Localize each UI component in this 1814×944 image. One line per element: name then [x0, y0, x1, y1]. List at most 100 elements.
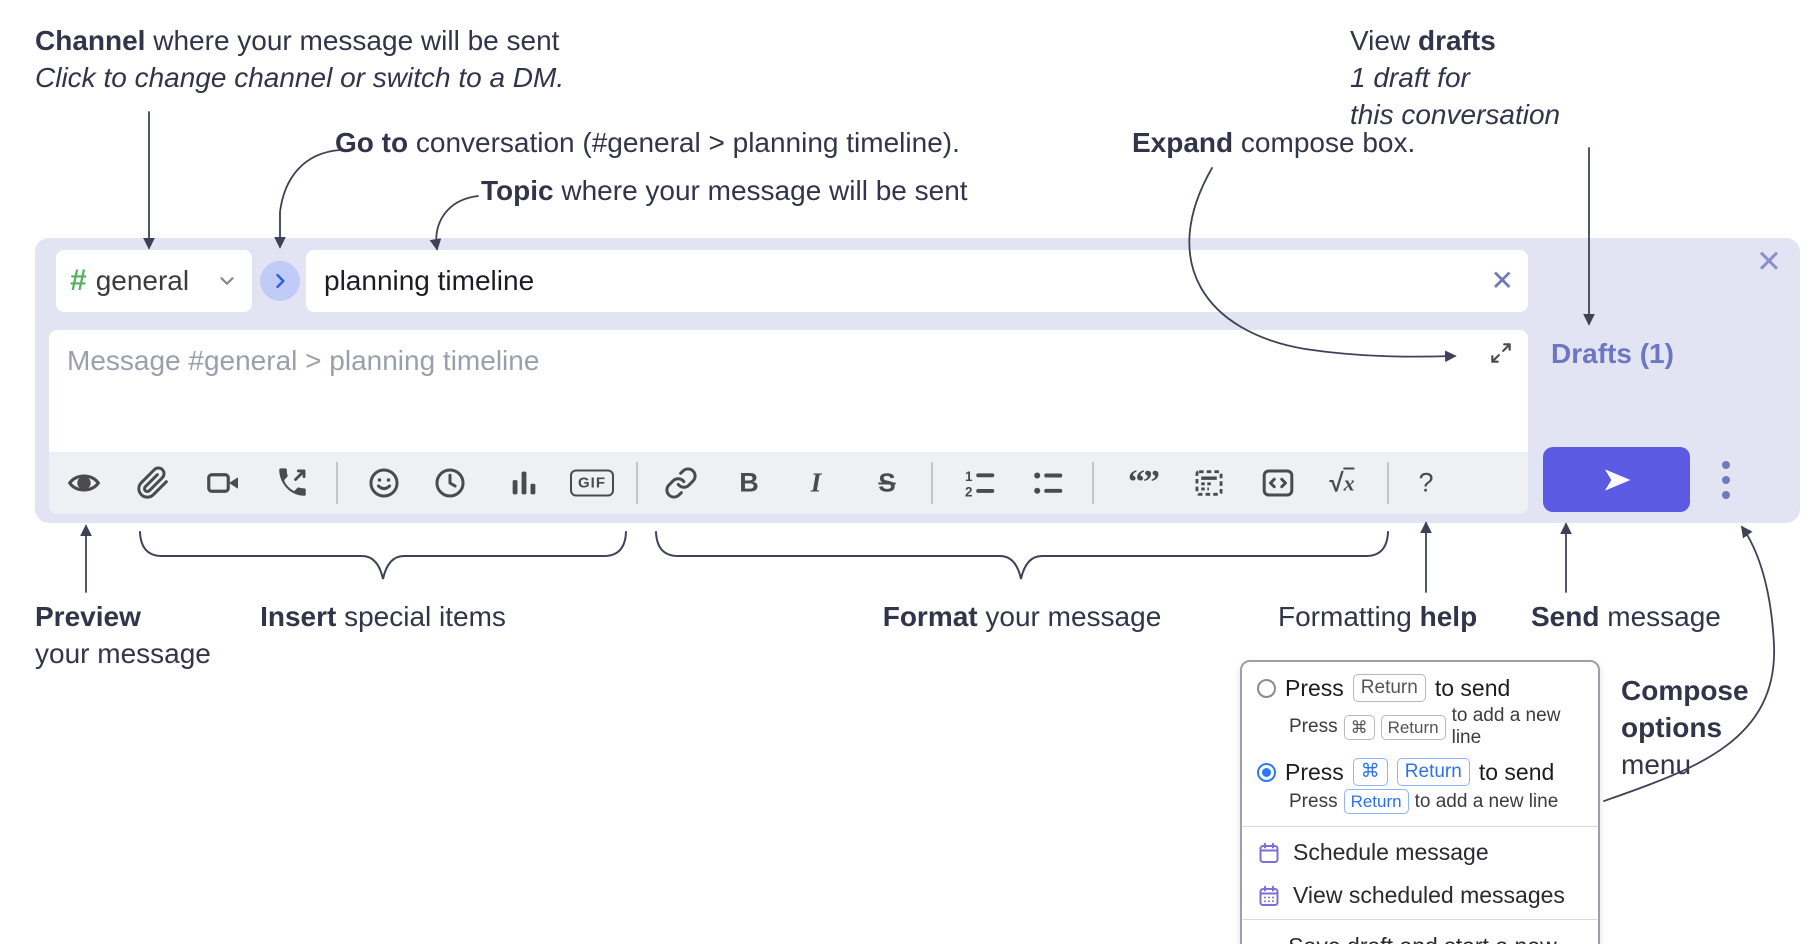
insert-annotation-bold: Insert [260, 601, 337, 632]
radio-selected[interactable] [1257, 762, 1276, 782]
formatting-help-pre: Formatting [1278, 601, 1420, 632]
topic-annotation-rest: where your message will be sent [553, 175, 968, 206]
quote-icon[interactable]: “” [1128, 464, 1160, 501]
kbd-return: Return [1380, 714, 1446, 740]
gif-icon[interactable]: GIF [570, 469, 614, 497]
option-cmd-enter-to-send[interactable]: Press ⌘ Return to send [1257, 758, 1583, 786]
bulleted-list-icon[interactable] [1030, 465, 1066, 501]
option2-pre: Press [1285, 758, 1344, 785]
channel-select-button[interactable]: # general [56, 250, 252, 312]
compose-options-menu-button[interactable] [1707, 456, 1745, 504]
channel-annotation: Channel where your message will be sent … [35, 22, 564, 96]
svg-text:2: 2 [965, 485, 973, 500]
calendar-icon [1259, 842, 1279, 863]
spoiler-icon[interactable] [1192, 466, 1226, 500]
bold-icon[interactable]: B [739, 467, 759, 498]
strikethrough-icon[interactable]: S [878, 467, 896, 498]
format-annotation-bold: Format [882, 601, 978, 632]
send-shortcut-options: Press Return to send Press ⌘ Return to a… [1242, 662, 1598, 826]
topic-value: planning timeline [324, 265, 535, 296]
preview-annotation-bold: Preview [35, 601, 141, 632]
attach-file-icon[interactable] [136, 466, 170, 500]
goto-annotation: Go to conversation (#general > planning … [335, 124, 960, 161]
option2-post: to send [1478, 758, 1555, 785]
expand-compose-icon[interactable] [1488, 340, 1514, 373]
compose-box: # general planning timeline ✕ ✕ Message … [35, 238, 1800, 523]
math-icon[interactable]: √x [1329, 467, 1355, 499]
channel-hash-icon: # [70, 264, 87, 297]
math-x-glyph: x [1343, 467, 1355, 497]
toolbar-divider [931, 462, 933, 504]
channel-annotation-line2: Click to change channel or switch to a D… [35, 62, 565, 93]
sqrt-glyph: √ [1329, 467, 1344, 498]
compose-options-line2: options [1621, 712, 1723, 743]
expand-annotation-rest: compose box. [1233, 127, 1416, 158]
drafts-annotation-bold: drafts [1417, 25, 1496, 56]
toolbar-divider [1387, 462, 1389, 504]
compose-options-line1: Compose [1621, 675, 1749, 706]
channel-annotation-rest: where your message will be sent [145, 25, 560, 56]
message-formatting-help-icon[interactable]: ? [1418, 467, 1434, 498]
radio-unselected[interactable] [1257, 678, 1276, 698]
emoji-icon[interactable] [366, 465, 402, 501]
popup-divider [1242, 919, 1598, 920]
kbd-cmd: ⌘ [1352, 758, 1388, 786]
insert-annotation: Insert special items [260, 598, 506, 635]
video-call-icon[interactable] [205, 465, 241, 501]
save-draft-item[interactable]: Save draft and start a new message [1242, 923, 1598, 944]
compose-options-annotation: Compose options menu [1621, 672, 1749, 783]
preview-annotation: Preview your message [35, 598, 211, 672]
format-annotation: Format your message [883, 598, 1162, 635]
drafts-annotation: View drafts 1 draft for this conversatio… [1350, 22, 1560, 133]
clear-topic-icon[interactable]: ✕ [1490, 265, 1514, 296]
poll-icon[interactable] [507, 466, 541, 500]
chevron-down-icon [216, 270, 238, 292]
drafts-link[interactable]: Drafts (1) [1551, 338, 1674, 369]
popup-divider [1242, 826, 1598, 827]
compose-options-line3: menu [1621, 749, 1692, 780]
formatting-help-annotation: Formatting help [1278, 598, 1477, 635]
option2-subtext: Press Return to add a new line [1289, 789, 1583, 814]
link-icon[interactable] [664, 466, 698, 500]
italic-icon[interactable]: I [810, 467, 822, 498]
kbd-return: Return [1343, 789, 1409, 814]
go-to-conversation-button[interactable] [260, 261, 300, 301]
view-scheduled-messages-item[interactable]: View scheduled messages [1242, 874, 1598, 917]
option1-pre: Press [1285, 674, 1344, 701]
message-input[interactable]: Message #general > planning timeline [49, 330, 1528, 452]
send-annotation: Send message [1531, 598, 1721, 635]
insert-annotation-rest: special items [336, 601, 506, 632]
send-annotation-rest: message [1599, 601, 1721, 632]
message-placeholder: Message #general > planning timeline [67, 345, 540, 376]
drafts-annotation-pre: View [1350, 25, 1418, 56]
drafts-annotation-line2: 1 draft for [1350, 62, 1470, 93]
time-icon[interactable] [432, 465, 468, 501]
formatting-help-bold: help [1419, 601, 1478, 632]
topic-annotation-bold: Topic [481, 175, 554, 206]
drafts-annotation-line3: this conversation [1350, 99, 1561, 130]
option1-post: to send [1434, 674, 1511, 701]
compose-options-popup: Press Return to send Press ⌘ Return to a… [1240, 660, 1600, 944]
send-icon [1604, 468, 1630, 491]
kbd-cmd: ⌘ [1343, 714, 1375, 740]
preview-annotation-line2: your message [35, 638, 211, 669]
topic-input[interactable]: planning timeline ✕ [306, 250, 1528, 312]
voice-call-icon[interactable] [275, 466, 309, 500]
topic-annotation: Topic where your message will be sent [481, 172, 968, 209]
calendar-dots-icon [1259, 885, 1279, 906]
kbd-return: Return [1396, 758, 1470, 786]
send-button[interactable] [1543, 447, 1690, 512]
schedule-message-item[interactable]: Schedule message [1242, 829, 1598, 874]
expand-annotation: Expand compose box. [1132, 124, 1415, 161]
close-compose-icon[interactable]: ✕ [1756, 244, 1782, 279]
preview-icon[interactable] [66, 465, 102, 501]
goto-annotation-rest: conversation (#general > planning timeli… [408, 127, 960, 158]
code-icon[interactable] [1260, 465, 1296, 501]
send-annotation-bold: Send [1531, 601, 1600, 632]
option1-subtext: Press ⌘ Return to add a new line [1289, 705, 1561, 748]
goto-annotation-bold: Go to [335, 127, 409, 158]
option-enter-to-send[interactable]: Press Return to send [1257, 674, 1583, 702]
